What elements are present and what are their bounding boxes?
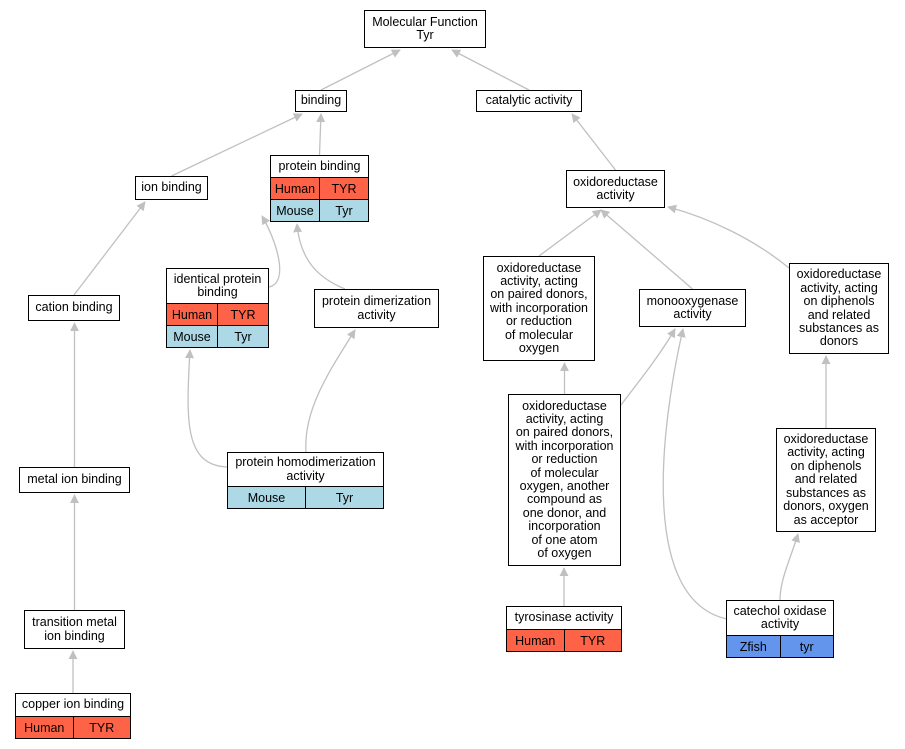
gene-cell: TYR — [319, 178, 368, 199]
go-term-cation-binding-cation[interactable]: cation binding — [28, 295, 120, 321]
edge-dimer-to-protein — [293, 223, 346, 290]
gene-cell: Tyr — [217, 326, 268, 347]
species-cell: Mouse — [173, 329, 211, 344]
species-cell: Human — [171, 307, 213, 322]
go-term-binding-binding[interactable]: binding — [295, 90, 347, 112]
go-term-oxidoreductase-diphenols[interactable]: oxidoreductase activity, acting on diphe… — [789, 263, 889, 354]
go-term-transition-metal-transition[interactable]: transition metal ion binding — [24, 610, 125, 649]
edge-protein-to-binding — [316, 113, 326, 156]
go-term-oxidoreductase-pairedone[interactable]: oxidoreductase activity, acting on paire… — [508, 394, 621, 566]
species-cell: Human — [24, 720, 65, 735]
go-term-label: Molecular Function Tyr — [372, 14, 478, 42]
gene-cell: TYR — [217, 304, 268, 325]
annotation-row-human: Human TYR — [16, 716, 130, 738]
annotation-row-mouse: Mouse Tyr — [271, 199, 368, 221]
go-term-monooxygenase-mono[interactable]: monooxygenase activity — [639, 289, 746, 327]
go-term-label: protein homodimerization activity — [235, 455, 376, 483]
go-term-ion-binding-ion[interactable]: ion binding — [135, 176, 208, 200]
gene-cell: tyr — [779, 636, 834, 657]
go-term-label: oxidoreductase activity, acting on paire… — [490, 260, 588, 356]
go-term-label: ion binding — [141, 180, 202, 195]
go-term-label: metal ion binding — [27, 472, 122, 487]
annotation-row-mouse: Mouse Tyr — [228, 486, 383, 508]
gene-cell: Tyr — [319, 200, 368, 221]
edge-homodimer-to-dimer — [305, 329, 356, 453]
go-term-oxidoreductase-oxido[interactable]: oxidoreductase activity — [566, 170, 665, 208]
edge-paired-to-oxido — [538, 209, 602, 257]
annotation-row-mouse: Mouse Tyr — [167, 325, 268, 347]
go-term-label: tyrosinase activity — [514, 610, 614, 625]
go-term-label: oxidoreductase activity — [573, 174, 658, 202]
edge-catalytic-to-mf — [451, 49, 530, 91]
edge-cation-to-ion — [73, 201, 146, 296]
go-term-label: catechol oxidase activity — [733, 603, 827, 631]
edge-homodimer-to-identical — [185, 349, 229, 468]
annotation-row-human: Human TYR — [167, 303, 268, 325]
go-term-protein-dimerization-dimer[interactable]: protein dimerization activity — [314, 289, 439, 328]
edge-catechol-to-diphenolsox — [779, 533, 800, 601]
annotation-row-zfish: Zfish tyr — [727, 635, 833, 657]
edge-pairedone-to-mono — [620, 328, 676, 406]
species-cell: Human — [515, 633, 556, 648]
edge-identical-to-protein — [261, 215, 281, 288]
go-term-metal-ion-binding-metal[interactable]: metal ion binding — [19, 467, 130, 493]
go-term-label: oxidoreductase activity, acting on diphe… — [783, 432, 869, 527]
edge-oxido-to-catalytic — [571, 113, 617, 171]
species-cell: Zfish — [739, 639, 767, 654]
go-term-label: cation binding — [35, 300, 113, 315]
go-term-label: catalytic activity — [485, 93, 573, 108]
go-term-label: protein binding — [278, 158, 361, 173]
gene-cell: TYR — [563, 630, 622, 651]
annotation-row-human: Human TYR — [507, 629, 621, 651]
gene-cell: TYR — [72, 717, 131, 738]
go-term-label: oxidoreductase activity, acting on diphe… — [796, 267, 882, 349]
go-term-oxidoreductase-diphenolsox[interactable]: oxidoreductase activity, acting on diphe… — [776, 428, 876, 532]
go-term-catalytic-activity-catalytic[interactable]: catalytic activity — [476, 90, 582, 112]
species-cell: Mouse — [247, 490, 286, 505]
edge-ion-to-binding — [171, 113, 303, 177]
gene-cell: Tyr — [305, 487, 383, 508]
go-term-molecular-function-mf[interactable]: Molecular Function Tyr — [364, 10, 486, 48]
edge-binding-to-mf — [320, 49, 401, 91]
go-term-label: copper ion binding — [21, 697, 125, 712]
go-term-label: transition metal ion binding — [32, 615, 117, 643]
go-term-oxidoreductase-paired[interactable]: oxidoreductase activity, acting on paire… — [483, 256, 595, 361]
species-cell: Mouse — [276, 203, 314, 218]
edge-mono-to-oxido — [600, 209, 693, 290]
go-term-label: monooxygenase activity — [646, 293, 739, 321]
go-term-label: identical protein binding — [173, 271, 262, 299]
go-term-label: protein dimerization activity — [321, 294, 432, 322]
edge-diphenols-to-oxido — [667, 204, 790, 269]
species-cell: Human — [274, 181, 316, 196]
go-term-label: binding — [300, 93, 342, 108]
edge-catechol-to-mono — [662, 328, 728, 620]
go-term-label: oxidoreductase activity, acting on paire… — [515, 398, 614, 561]
